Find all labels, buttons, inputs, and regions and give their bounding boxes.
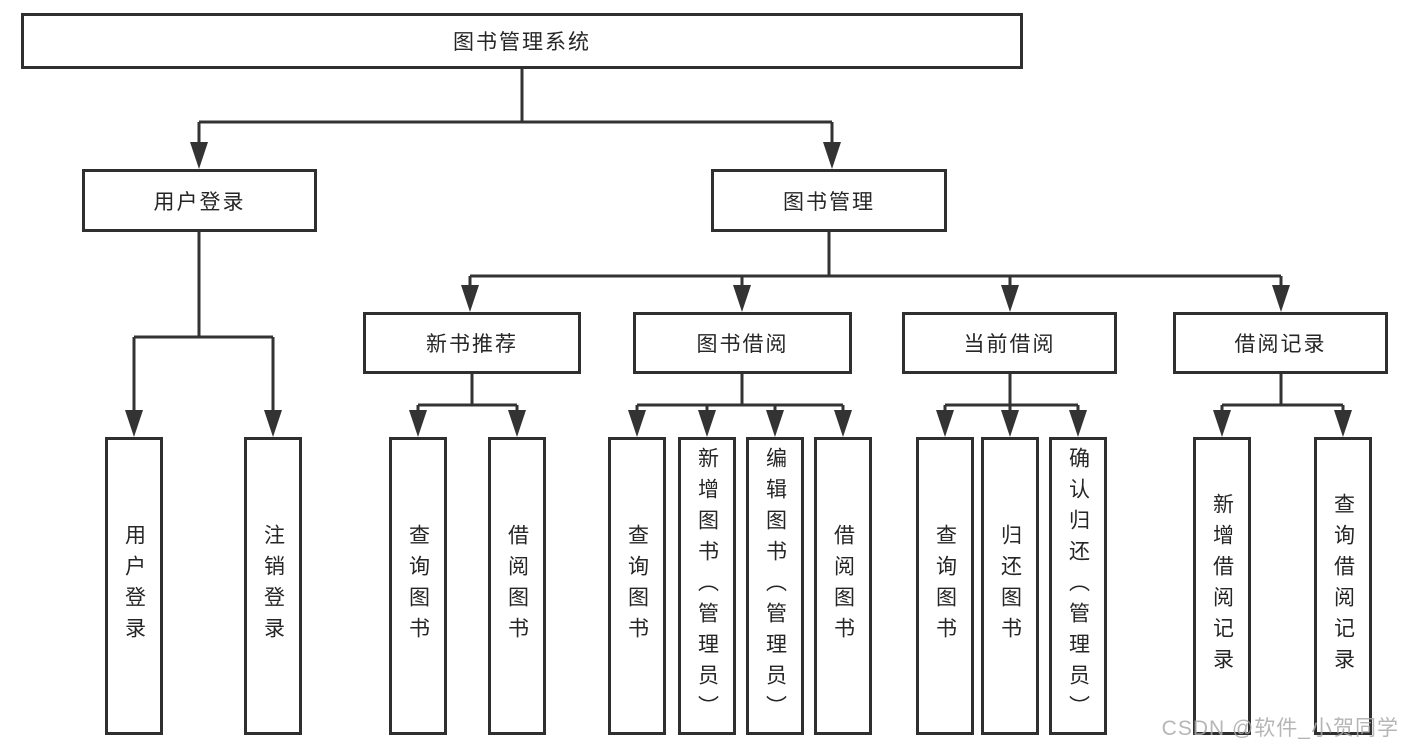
arrow-down-icon	[733, 285, 751, 312]
node-root: 图书管理系统	[21, 13, 1023, 69]
arrow-down-icon	[190, 142, 208, 169]
leaf-cb-confirm-return-admin-label: 确认归还（管理员）	[1066, 446, 1090, 726]
node-new-book-rec: 新书推荐	[363, 312, 581, 374]
arrow-down-icon	[461, 285, 479, 312]
leaf-logout-label: 注销登录	[261, 524, 285, 648]
leaf-rec-query-books: 查询图书	[389, 437, 447, 735]
leaf-bb-borrow-books: 借阅图书	[814, 437, 872, 735]
arrow-down-icon	[1213, 410, 1231, 437]
arrow-down-icon	[834, 410, 852, 437]
node-user-login-label: 用户登录	[153, 190, 246, 214]
leaf-br-query-record-label: 查询借阅记录	[1331, 493, 1355, 679]
connector-current-borrow-children	[936, 374, 1087, 437]
leaf-bb-edit-books-admin-label: 编辑图书（管理员）	[763, 446, 787, 726]
leaf-bb-query-books-label: 查询图书	[625, 524, 649, 648]
leaf-logout: 注销登录	[244, 437, 302, 735]
node-user-login: 用户登录	[82, 169, 317, 232]
arrow-down-icon	[823, 142, 841, 169]
node-new-book-rec-label: 新书推荐	[426, 333, 518, 356]
node-current-borrow-label: 当前借阅	[963, 333, 1056, 356]
leaf-rec-query-books-label: 查询图书	[406, 524, 430, 648]
node-book-borrow-label: 图书借阅	[696, 333, 789, 356]
arrow-down-icon	[698, 410, 716, 437]
leaf-rec-borrow-books: 借阅图书	[488, 437, 546, 735]
arrow-down-icon	[628, 410, 646, 437]
leaf-user-login: 用户登录	[105, 437, 163, 735]
arrow-down-icon	[1001, 410, 1019, 437]
leaf-cb-confirm-return-admin: 确认归还（管理员）	[1049, 437, 1107, 735]
node-current-borrow: 当前借阅	[902, 312, 1117, 374]
arrow-down-icon	[264, 410, 282, 437]
node-borrow-records: 借阅记录	[1173, 312, 1388, 374]
node-root-label: 图书管理系统	[453, 31, 591, 54]
node-book-mgmt-label: 图书管理	[783, 190, 875, 214]
arrow-down-icon	[508, 410, 526, 437]
arrow-down-icon	[409, 410, 427, 437]
watermark: CSDN @软件_小贺同学	[1161, 717, 1399, 740]
leaf-cb-return-books-label: 归还图书	[998, 524, 1022, 648]
arrow-down-icon	[1069, 410, 1087, 437]
arrow-down-icon	[1272, 285, 1290, 312]
leaf-cb-return-books: 归还图书	[981, 437, 1039, 735]
leaf-br-add-record-label: 新增借阅记录	[1210, 493, 1234, 679]
leaf-bb-add-books-admin: 新增图书（管理员）	[678, 437, 736, 735]
arrow-down-icon	[1001, 285, 1019, 312]
leaf-bb-query-books: 查询图书	[608, 437, 666, 735]
leaf-br-add-record: 新增借阅记录	[1193, 437, 1251, 735]
node-book-mgmt: 图书管理	[711, 169, 947, 232]
connector-root-to-level2	[190, 69, 841, 169]
leaf-bb-edit-books-admin: 编辑图书（管理员）	[746, 437, 804, 735]
leaf-cb-query-books: 查询图书	[916, 437, 974, 735]
connector-borrow-records-children	[1213, 374, 1352, 437]
arrow-down-icon	[1334, 410, 1352, 437]
node-borrow-records-label: 借阅记录	[1234, 333, 1327, 356]
arrow-down-icon	[936, 410, 954, 437]
leaf-cb-query-books-label: 查询图书	[933, 524, 957, 648]
leaf-user-login-label: 用户登录	[122, 524, 146, 648]
connector-book-mgmt-children	[461, 232, 1290, 312]
leaf-rec-borrow-books-label: 借阅图书	[505, 524, 529, 648]
arrow-down-icon	[125, 410, 143, 437]
connector-book-borrow-children	[628, 374, 852, 437]
leaf-bb-add-books-admin-label: 新增图书（管理员）	[695, 446, 719, 726]
leaf-bb-borrow-books-label: 借阅图书	[831, 524, 855, 648]
leaf-br-query-record: 查询借阅记录	[1314, 437, 1372, 735]
arrow-down-icon	[766, 410, 784, 437]
connector-new-book-rec-children	[409, 374, 526, 437]
node-book-borrow: 图书借阅	[633, 312, 852, 374]
connector-user-login-children	[125, 232, 282, 437]
